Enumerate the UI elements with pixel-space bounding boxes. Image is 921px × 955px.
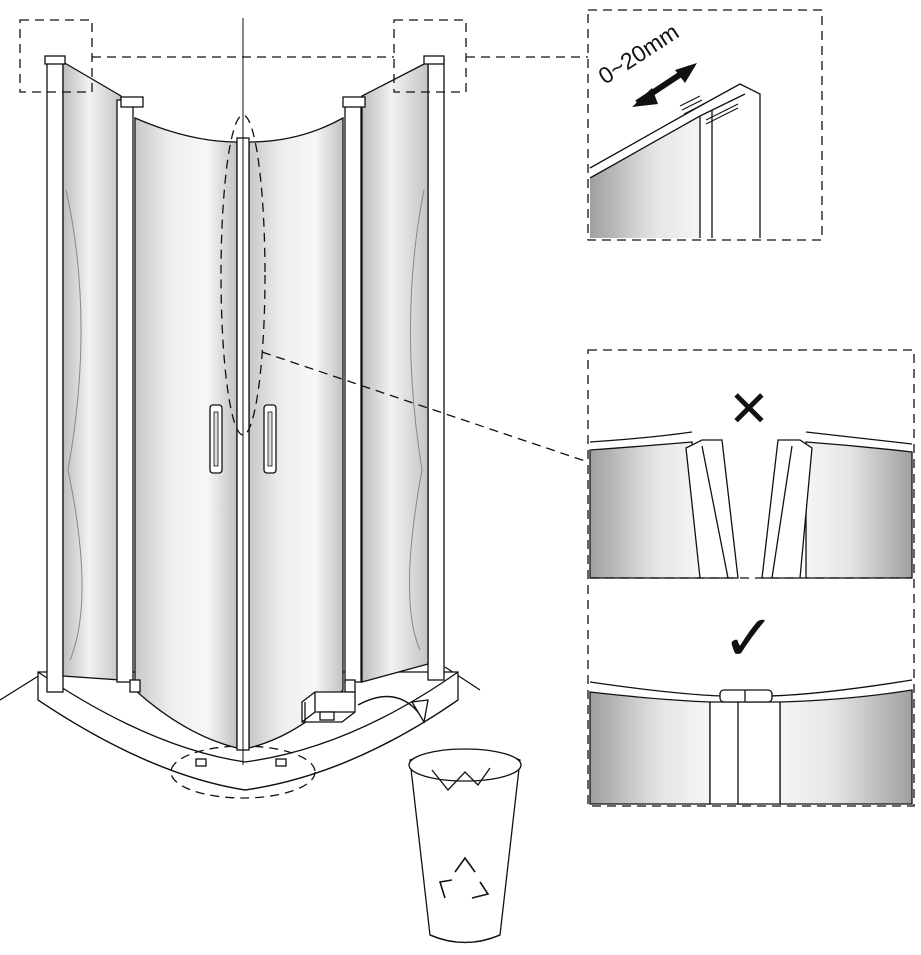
right-fixed-panel [344,59,445,683]
correct-mark: ✓ [722,602,776,676]
adjustment-slots [679,95,739,125]
curved-arrow-icon [357,695,429,724]
top-right-detail-box [393,19,467,93]
seal-disposal [301,691,522,944]
trash-bin-icon [408,748,522,944]
seal-strip-icon [301,691,356,723]
adjustment-detail: 0~20mm [587,9,823,241]
left-fixed-panel [46,59,134,693]
recycle-icon [438,856,490,899]
wrong-seal-example: ✕ [589,380,913,579]
curved-doors [134,18,344,765]
correct-seal-example: ✓ [589,602,913,805]
adjustment-arrow [632,63,697,107]
seal-comparison-detail: ✕ ✓ [587,349,915,807]
seal-detail-ellipse [220,114,266,436]
wrong-mark: ✕ [728,380,770,438]
shower-enclosure [0,18,589,799]
top-left-detail-box [19,19,93,93]
